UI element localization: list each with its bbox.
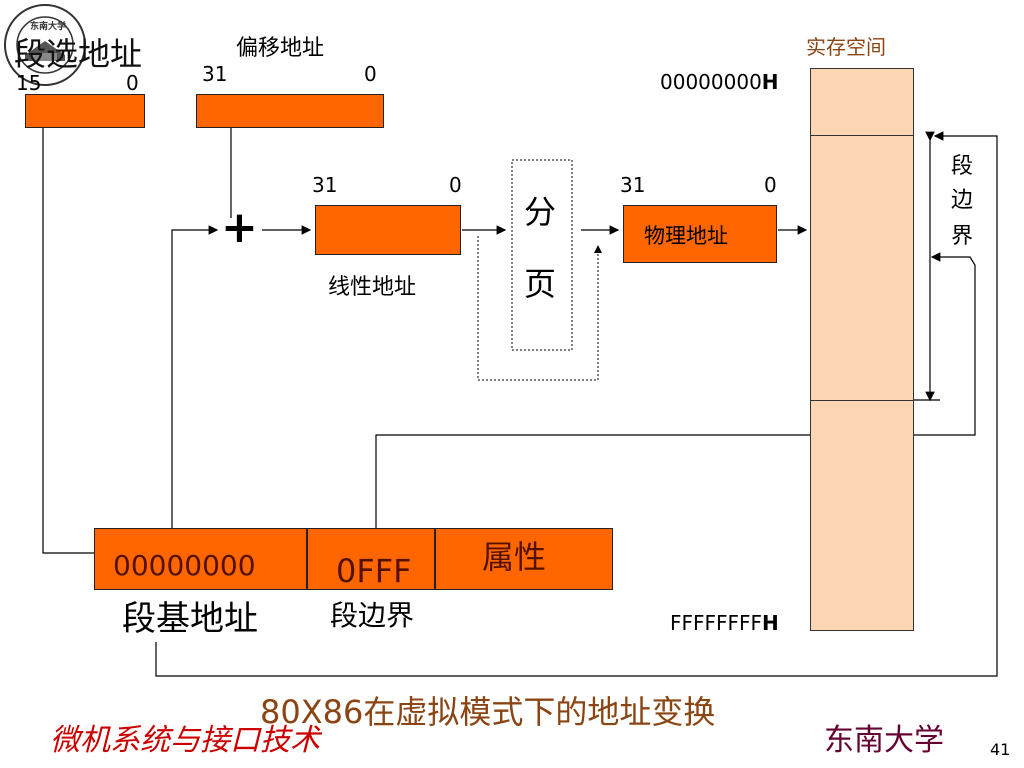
offset-bit-lo: 0 bbox=[364, 62, 377, 86]
descriptor-base-label: 段基地址 bbox=[122, 599, 258, 639]
memory-end-suffix: H bbox=[762, 611, 779, 635]
offset-label: 偏移地址 bbox=[236, 36, 325, 61]
physical-bit-lo: 0 bbox=[764, 173, 777, 197]
seal-text: 东南大学 bbox=[30, 22, 67, 32]
descriptor-base-field bbox=[94, 528, 307, 590]
physical-bit-hi: 31 bbox=[620, 173, 646, 197]
descriptor-limit-label: 段边界 bbox=[330, 599, 415, 632]
caption-prefix: 80X86 bbox=[260, 693, 364, 731]
physical-address-label: 物理地址 bbox=[644, 224, 728, 248]
descriptor-limit-field bbox=[307, 528, 435, 590]
memory-end-value: FFFFFFFF bbox=[670, 611, 763, 635]
memory-start-address: 00000000H bbox=[660, 72, 779, 92]
limit-side-char-1: 段 bbox=[951, 154, 974, 179]
descriptor-limit-value: 0FFF bbox=[336, 552, 412, 590]
offset-register-box bbox=[196, 94, 384, 128]
selector-bit-hi: 15 bbox=[16, 71, 42, 95]
linear-address-label: 线性地址 bbox=[328, 275, 417, 300]
descriptor-attr-field bbox=[435, 528, 613, 590]
memory-start-suffix: H bbox=[761, 70, 779, 94]
memory-end-address: FFFFFFFFH bbox=[670, 613, 779, 633]
footer-course-name: 微机系统与接口技术 bbox=[50, 723, 320, 758]
caption-text: 在虚拟模式下的地址变换 bbox=[363, 693, 716, 731]
physical-address-box bbox=[623, 205, 777, 263]
paging-char-2: 页 bbox=[524, 265, 557, 303]
footer-page-number: 41 bbox=[990, 740, 1011, 759]
selector-register-box bbox=[25, 94, 145, 128]
selector-label: 段选地址 bbox=[14, 35, 143, 73]
linear-bit-hi: 31 bbox=[312, 173, 338, 197]
linear-bit-lo: 0 bbox=[449, 173, 462, 197]
descriptor-base-value: 00000000 bbox=[113, 549, 256, 582]
linear-address-box bbox=[315, 205, 461, 255]
memory-start-value: 00000000 bbox=[660, 70, 762, 94]
university-seal-logo: 东南大学 bbox=[3, 3, 87, 87]
limit-side-char-3: 界 bbox=[951, 224, 974, 249]
descriptor-attr-label: 属性 bbox=[482, 538, 547, 576]
footer-university: 东南大学 bbox=[824, 723, 944, 758]
memory-title: 实存空间 bbox=[806, 35, 886, 59]
selector-bit-lo: 0 bbox=[126, 71, 139, 95]
paging-char-1: 分 bbox=[524, 193, 557, 231]
offset-bit-hi: 31 bbox=[202, 62, 228, 86]
adder-plus-symbol: + bbox=[221, 202, 258, 253]
memory-space-column bbox=[810, 68, 914, 631]
limit-side-char-2: 边 bbox=[951, 188, 974, 213]
diagram-caption: 80X86在虚拟模式下的地址变换 bbox=[260, 696, 715, 728]
